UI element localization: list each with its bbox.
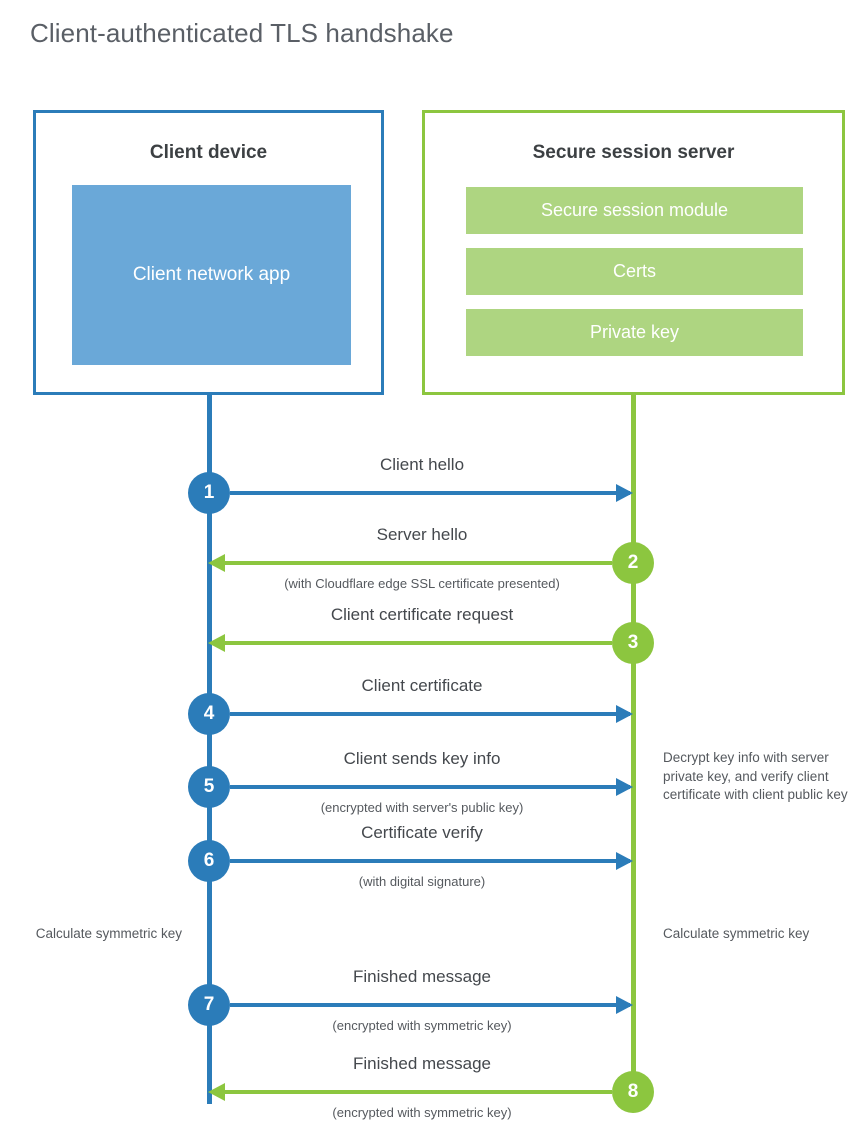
client-lifeline — [207, 393, 212, 1104]
arrow-head-icon-7 — [616, 996, 633, 1014]
message-label-4: Client certificate — [361, 676, 483, 695]
arrow-line-6 — [230, 859, 630, 863]
arrow-head-icon-4 — [616, 705, 633, 723]
message-sublabel-2: (with Cloudflare edge SSL certificate pr… — [284, 576, 560, 591]
client-device-title: Client device — [149, 142, 268, 163]
note-server-calculate-symmetric-key: Calculate symmetric key — [663, 926, 810, 941]
message-sublabel-5: (encrypted with server's public key) — [320, 800, 524, 815]
arrow-line-7 — [230, 1003, 630, 1007]
arrow-line-5 — [230, 785, 630, 789]
server-component-list: Secure session module Certs Private key — [466, 187, 803, 370]
arrow-line-2 — [212, 561, 612, 565]
message-sublabel-8: (encrypted with symmetric key) — [332, 1105, 512, 1120]
message-sublabel-6: (with digital signature) — [358, 874, 486, 889]
step-circle-6: 6 — [188, 840, 230, 882]
arrow-head-icon-1 — [616, 484, 633, 502]
step-circle-8: 8 — [612, 1071, 654, 1113]
message-label-7: Finished message — [353, 967, 491, 986]
note-server-decrypt: Decrypt key info with server private key… — [663, 750, 848, 803]
arrow-head-icon-8 — [208, 1083, 225, 1101]
step-circle-5: 5 — [188, 766, 230, 808]
step-circle-4: 4 — [188, 693, 230, 735]
arrow-head-icon-3 — [208, 634, 225, 652]
server-component-private-key: Private key — [466, 309, 803, 356]
arrow-line-8 — [212, 1090, 612, 1094]
server-component-secure-session-module: Secure session module — [466, 187, 803, 234]
message-label-5: Client sends key info — [343, 749, 501, 768]
page-title: Client-authenticated TLS handshake — [30, 18, 454, 48]
step-circle-2: 2 — [612, 542, 654, 584]
message-label-2: Server hello — [376, 525, 468, 544]
arrow-head-icon-6 — [616, 852, 633, 870]
arrow-line-3 — [212, 641, 612, 645]
step-circle-3: 3 — [612, 622, 654, 664]
arrow-head-icon-5 — [616, 778, 633, 796]
server-lifeline — [631, 393, 636, 1093]
note-client-calculate-symmetric-key: Calculate symmetric key — [35, 926, 182, 941]
secure-session-server-title: Secure session server — [532, 142, 735, 163]
message-label-8: Finished message — [353, 1054, 491, 1073]
message-label-1: Client hello — [379, 455, 465, 474]
arrow-line-1 — [230, 491, 630, 495]
message-sublabel-7: (encrypted with symmetric key) — [332, 1018, 512, 1033]
step-circle-7: 7 — [188, 984, 230, 1026]
client-device-box: Client device Client network app — [33, 110, 384, 395]
secure-session-server-box: Secure session server Secure session mod… — [422, 110, 845, 395]
arrow-head-icon-2 — [208, 554, 225, 572]
client-network-app-block: Client network app — [72, 185, 351, 365]
arrow-line-4 — [230, 712, 630, 716]
step-circle-1: 1 — [188, 472, 230, 514]
message-label-3: Client certificate request — [330, 605, 514, 624]
message-label-6: Certificate verify — [361, 823, 483, 842]
server-component-certs: Certs — [466, 248, 803, 295]
